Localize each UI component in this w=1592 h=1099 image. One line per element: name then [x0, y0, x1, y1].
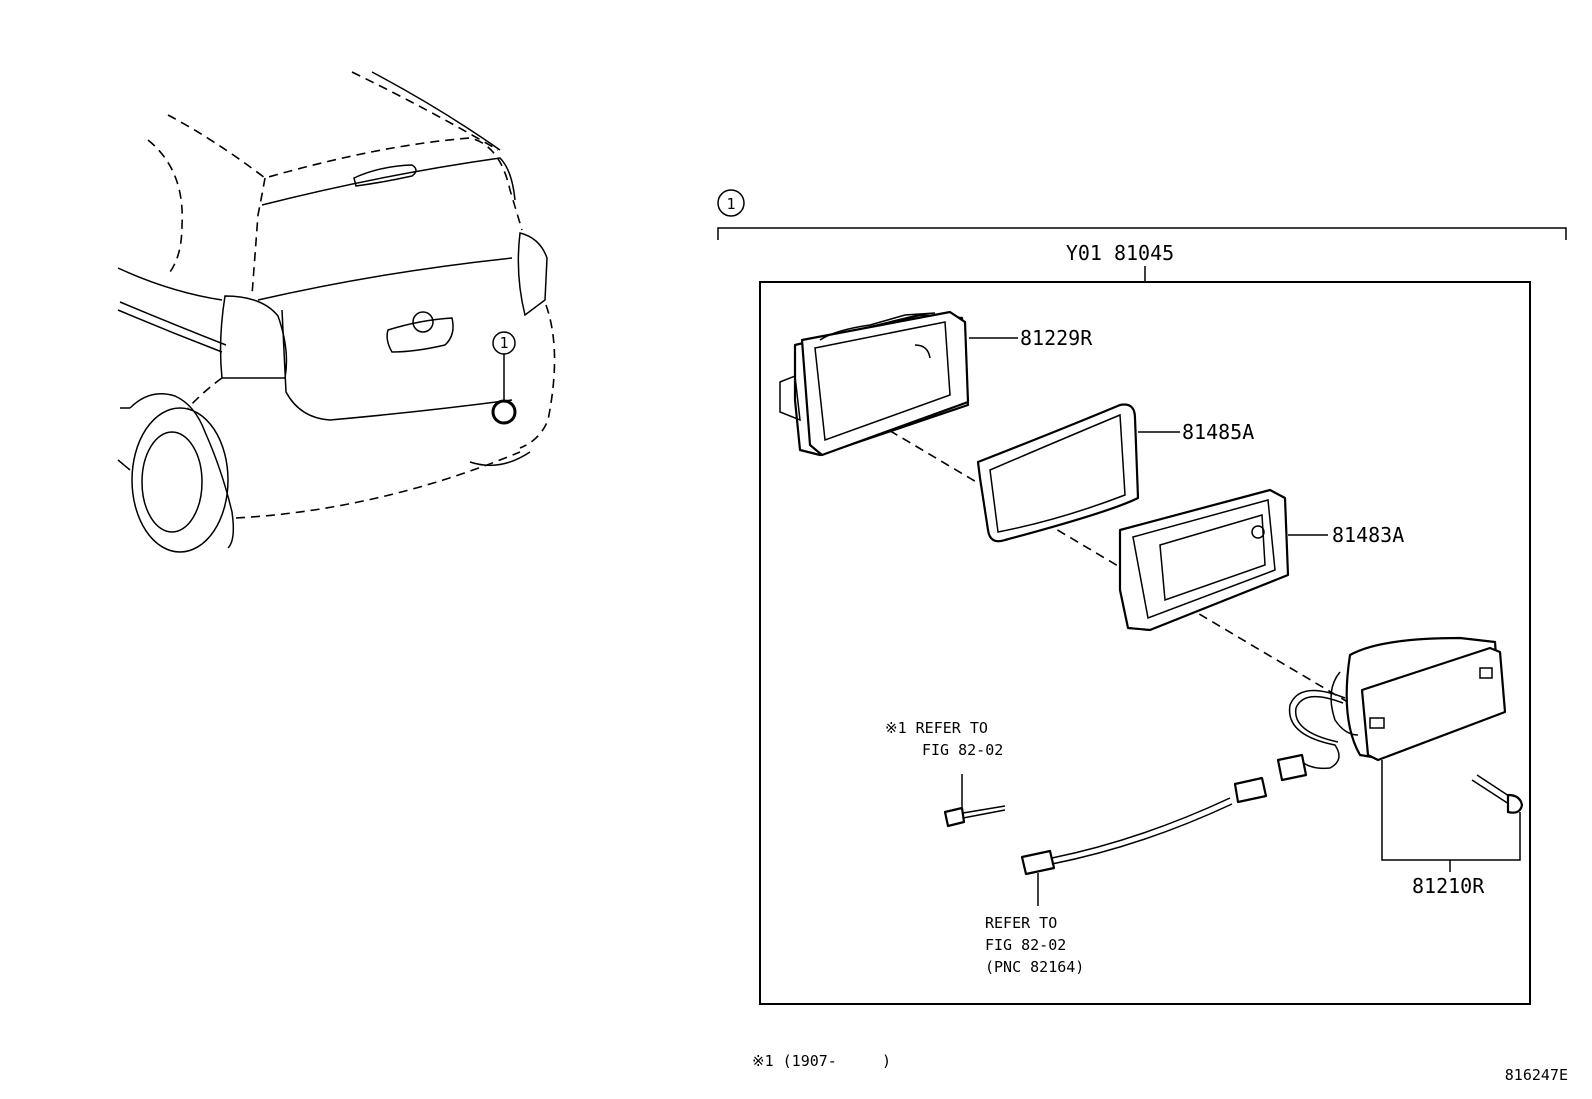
clip-part [943, 774, 1006, 828]
assembly-callout-circle [717, 189, 745, 217]
refer-note-2-line3: (PNC 82164) [985, 958, 1084, 976]
assembly-bracket [717, 227, 1567, 240]
lamp-part-number: 81210R [1412, 874, 1485, 898]
bracket-part [1118, 488, 1290, 632]
lamp-part [1276, 636, 1507, 782]
housing-part-number: 81229R [1020, 326, 1093, 350]
refer-note-2-line2: FIG 82-02 [985, 936, 1066, 954]
assembly-number: Y01 81045 [1066, 241, 1174, 265]
assembly-callout-number: 1 [726, 195, 735, 213]
bracket-part-number: 81483A [1332, 523, 1404, 547]
gasket-part [976, 403, 1140, 543]
refer-note-1-line1: ※1 REFER TO [885, 719, 988, 737]
refer-note-2-line1: REFER TO [985, 914, 1057, 932]
assembly-centerline [837, 399, 1396, 731]
refer-note-1-line2: FIG 82-02 [922, 741, 1003, 759]
vehicle-callout-number: 1 [499, 334, 508, 352]
vehicle-illustration [117, 71, 556, 553]
gasket-part-number: 81485A [1182, 420, 1254, 444]
housing-part [779, 310, 970, 457]
wire-harness [1020, 776, 1268, 906]
parts-frame [759, 281, 1531, 1005]
screw-part [1471, 774, 1524, 814]
figure-code: 816247E [1505, 1066, 1568, 1084]
footnote: ※1 (1907- ) [752, 1052, 891, 1070]
